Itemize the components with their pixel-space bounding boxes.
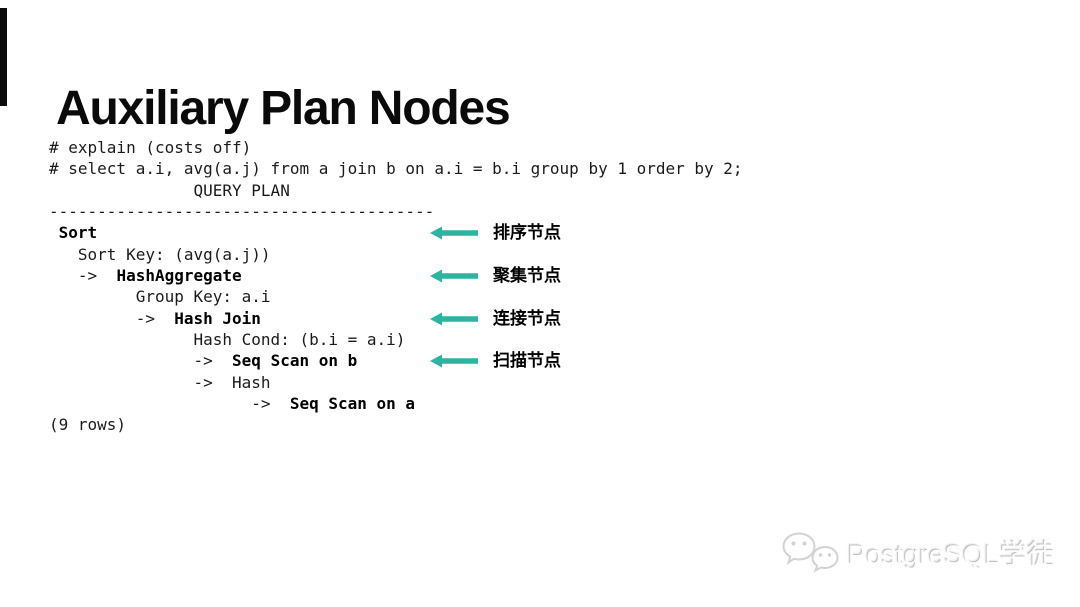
code-line: -> HashAggregate [49, 265, 743, 286]
annotation-label: 连接节点 [493, 309, 561, 329]
annotation-label: 扫描节点 [493, 351, 561, 371]
code-text: # select a.i, avg(a.j) from a join b on … [49, 159, 743, 179]
code-line: # select a.i, avg(a.j) from a join b on … [49, 158, 743, 179]
code-line: QUERY PLAN [49, 180, 743, 201]
code-text: Sort Key: (avg(a.j)) [49, 244, 271, 264]
annotation-row: 聚集节点 [430, 265, 561, 286]
query-plan-output: # explain (costs off) # select a.i, avg(a… [49, 137, 743, 436]
wechat-icon [782, 532, 839, 573]
code-text: QUERY PLAN [49, 180, 290, 200]
left-arrow-icon [430, 269, 478, 283]
left-arrow-icon [430, 312, 478, 326]
code-text: (9 rows) [49, 415, 127, 435]
plan-node-name: Seq Scan on b [232, 351, 358, 371]
watermark-text: PostgreSQL学徒 [848, 539, 1056, 570]
code-text: -> [49, 265, 117, 285]
left-arrow-icon [430, 354, 478, 368]
code-text: -> [49, 393, 290, 413]
annotation-row: 排序节点 [430, 222, 561, 243]
code-line: -> Hash [49, 372, 743, 393]
code-line: -> Seq Scan on b [49, 350, 743, 371]
code-text: -> [49, 351, 233, 371]
code-line: -> Seq Scan on a [49, 393, 743, 414]
plan-node-name: Sort [58, 223, 98, 243]
code-line: (9 rows) [49, 414, 743, 435]
plan-node-name: HashAggregate [116, 265, 242, 285]
plan-node-name: Seq Scan on a [289, 393, 416, 413]
code-line: # explain (costs off) [49, 137, 743, 158]
code-text [49, 223, 59, 242]
watermark: PostgreSQL学徒 [781, 529, 1055, 575]
code-text: -> Hash [49, 372, 271, 392]
code-text: ---------------------------------------- [49, 201, 435, 221]
left-arrow-icon [430, 226, 478, 240]
left-edge-mark [0, 8, 7, 106]
code-text: # explain (costs off) [49, 138, 252, 157]
code-line: Hash Cond: (b.i = a.i) [49, 329, 743, 350]
annotation-label: 排序节点 [493, 223, 561, 243]
code-line: -> Hash Join [49, 308, 743, 329]
annotation-row: 扫描节点 [430, 350, 561, 371]
code-text: Group Key: a.i [49, 287, 271, 307]
annotation-row: 连接节点 [430, 308, 561, 329]
code-text: Hash Cond: (b.i = a.i) [49, 329, 406, 349]
code-line: Group Key: a.i [49, 286, 743, 307]
slide-title: Auxiliary Plan Nodes [56, 82, 511, 136]
code-line: Sort [49, 222, 743, 243]
plan-node-name: Hash Join [174, 308, 261, 328]
code-line: ---------------------------------------- [49, 201, 743, 222]
code-text: -> [49, 308, 175, 328]
code-line: Sort Key: (avg(a.j)) [49, 244, 743, 265]
annotation-label: 聚集节点 [493, 266, 561, 286]
